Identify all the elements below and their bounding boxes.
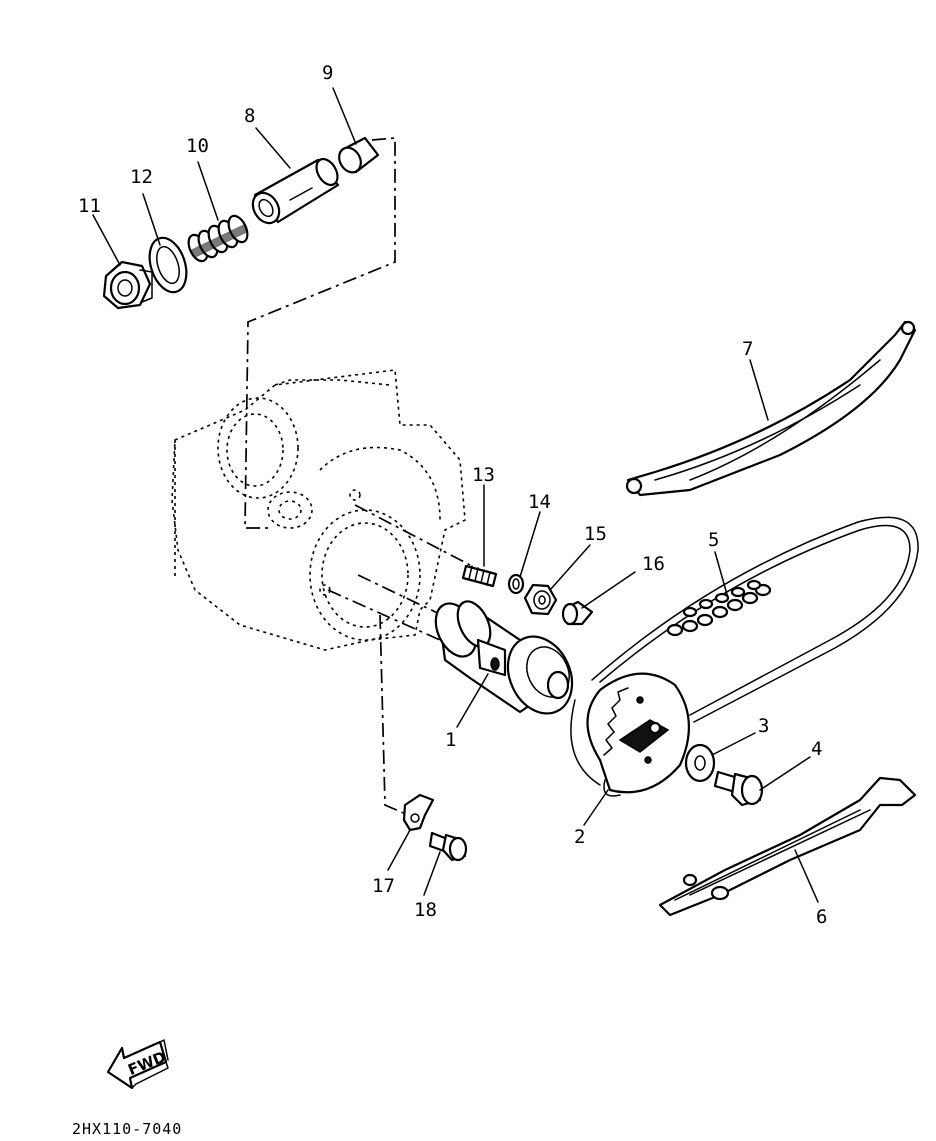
o-ring	[507, 573, 525, 595]
chain-links-detail	[666, 579, 772, 637]
cylinder-head-outline	[171, 369, 466, 651]
cam-sprocket	[586, 672, 690, 797]
callout-3: 3	[758, 715, 769, 737]
tensioner-rod	[251, 157, 340, 225]
callout-11: 11	[78, 195, 101, 217]
screw	[428, 831, 468, 862]
callout-1: 1	[445, 729, 456, 751]
callout-7: 7	[742, 338, 753, 360]
tensioner-cap	[338, 136, 380, 174]
fwd-arrow-icon: FWD	[106, 1039, 169, 1090]
callout-14: 14	[528, 491, 551, 513]
callout-9: 9	[322, 62, 333, 84]
callout-5: 5	[708, 529, 719, 551]
nut	[523, 583, 558, 616]
callout-numbers: 1 2 3 4 5 6 7 8 9 10 11 12 13 14 15 16 1…	[78, 62, 827, 928]
assembly-guide-lines	[244, 137, 471, 816]
callout-15: 15	[584, 523, 607, 545]
tensioner-cap-bolt	[102, 260, 153, 310]
callout-17: 17	[372, 875, 395, 897]
chain-guide-lower	[658, 776, 917, 917]
cap	[561, 600, 594, 626]
cam-chain	[570, 516, 919, 786]
callout-16: 16	[642, 553, 665, 575]
washer	[684, 743, 716, 783]
chain-guide-upper	[625, 320, 917, 497]
callout-13: 13	[472, 464, 495, 486]
tensioner-spring	[187, 214, 249, 263]
callout-12: 12	[130, 166, 153, 188]
callout-2: 2	[574, 826, 585, 848]
camshaft	[434, 600, 574, 715]
gasket	[148, 236, 188, 294]
callout-6: 6	[816, 906, 827, 928]
stud-bolt	[461, 564, 498, 588]
callout-18: 18	[414, 899, 437, 921]
diagram-code: 2HX110-7040	[72, 1120, 182, 1138]
callout-10: 10	[186, 135, 209, 157]
callout-4: 4	[811, 738, 822, 760]
plate	[402, 793, 435, 832]
sprocket-bolt	[713, 770, 764, 807]
leader-lines	[92, 87, 819, 903]
callout-8: 8	[244, 105, 255, 127]
